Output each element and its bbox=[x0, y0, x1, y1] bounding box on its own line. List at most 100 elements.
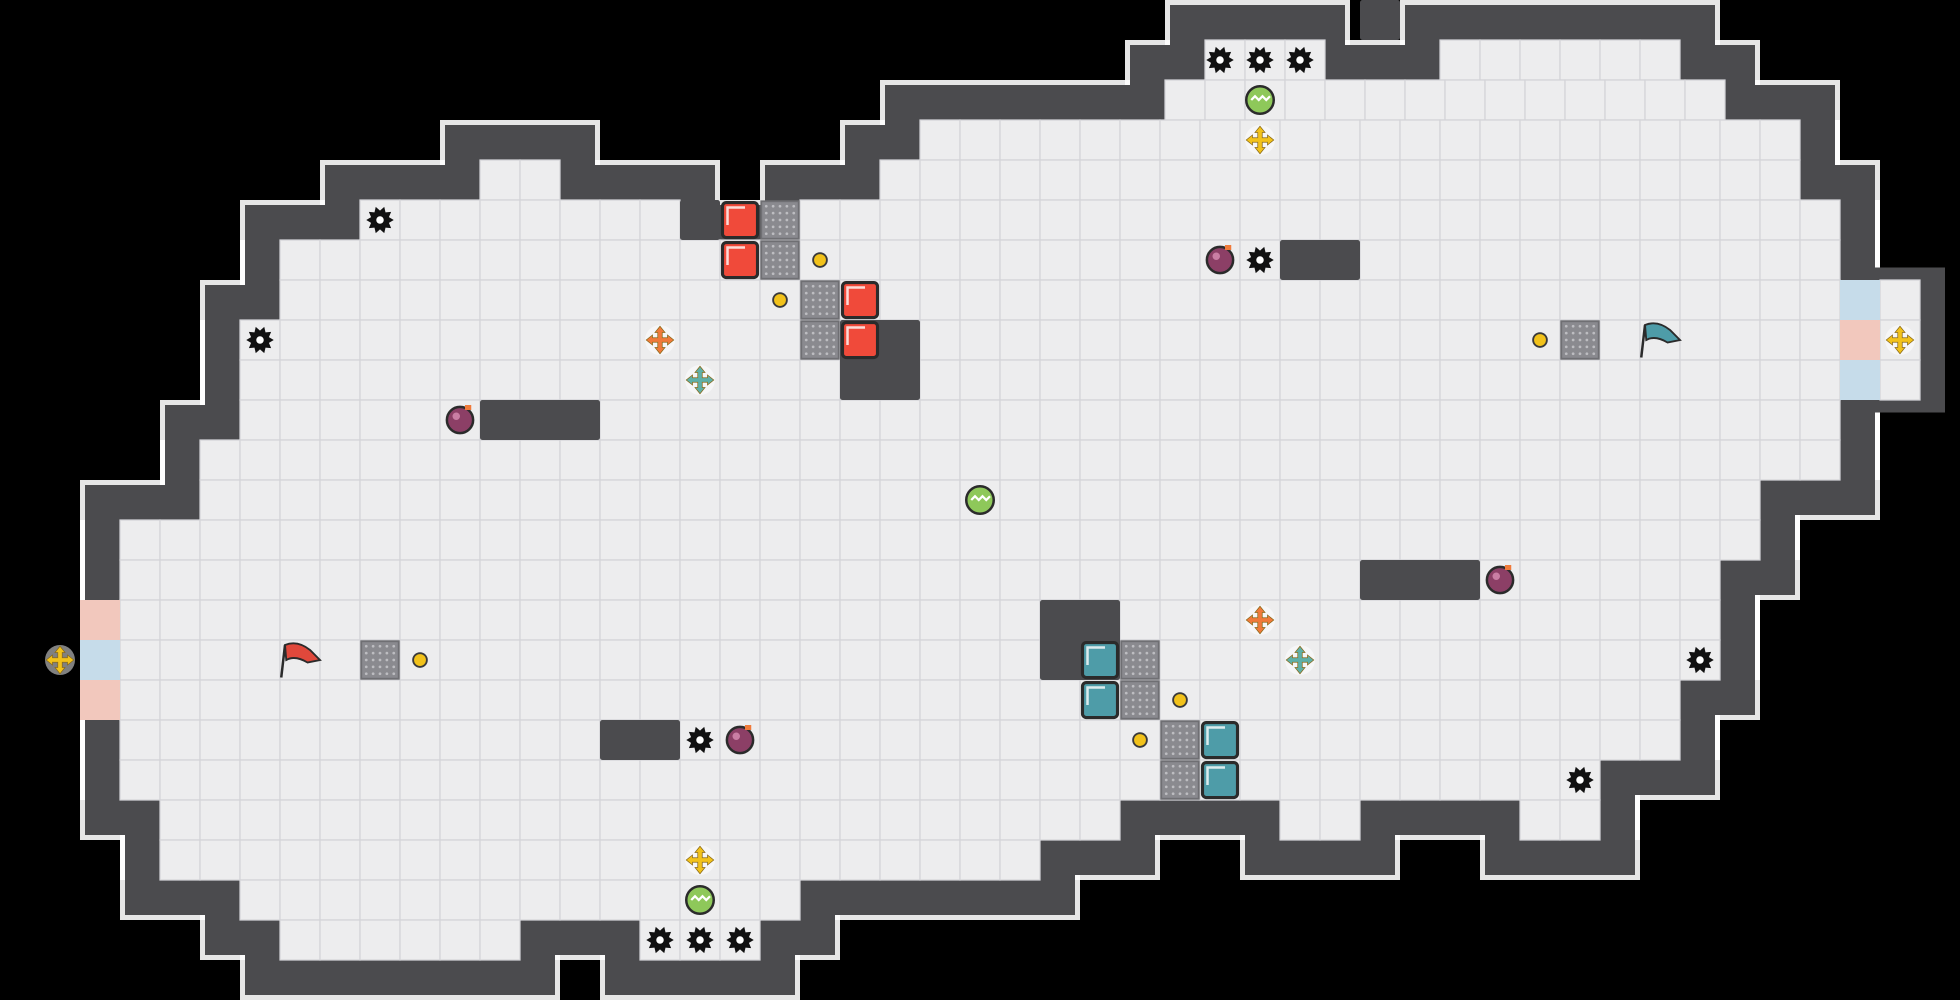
grate-hole bbox=[1131, 684, 1135, 688]
floor-tile bbox=[759, 359, 801, 401]
spike-hub bbox=[696, 736, 704, 744]
floor-tile bbox=[599, 559, 641, 601]
grate-hole bbox=[1178, 785, 1182, 789]
floor-tile bbox=[119, 759, 161, 801]
floor-tile bbox=[479, 359, 521, 401]
floor-tile bbox=[1359, 439, 1401, 481]
toggle-button-icon bbox=[1532, 332, 1548, 348]
floor-tile bbox=[1479, 39, 1521, 81]
floor-tile bbox=[839, 519, 881, 561]
floor-tile bbox=[639, 439, 681, 481]
grate-hole bbox=[804, 305, 808, 309]
floor-tile bbox=[1199, 559, 1241, 601]
block-icon bbox=[840, 280, 880, 320]
floor-tile bbox=[1559, 479, 1601, 521]
floor-tile bbox=[399, 279, 441, 321]
floor-tile bbox=[1519, 679, 1561, 721]
floor-tile bbox=[799, 799, 841, 841]
floor-tile bbox=[1159, 639, 1201, 681]
floor-tile bbox=[959, 719, 1001, 761]
floor-tile bbox=[599, 679, 641, 721]
grenade-icon bbox=[685, 885, 715, 915]
spike-icon bbox=[1566, 766, 1594, 794]
floor-tile bbox=[1679, 439, 1721, 481]
floor-tile bbox=[719, 399, 761, 441]
floor-tile bbox=[1159, 239, 1201, 281]
floor-tile bbox=[639, 519, 681, 561]
grate-hole bbox=[764, 251, 768, 255]
floor-tile bbox=[559, 439, 601, 481]
grate-hole bbox=[771, 211, 775, 215]
block-shine bbox=[846, 286, 865, 305]
floor-tile bbox=[1039, 199, 1081, 241]
floor-tile bbox=[679, 679, 721, 721]
floor-tile bbox=[559, 599, 601, 641]
floor-tile bbox=[1359, 279, 1401, 321]
floor-tile bbox=[439, 599, 481, 641]
floor-tile bbox=[439, 719, 481, 761]
spike-icon bbox=[1686, 646, 1714, 674]
floor-tile bbox=[319, 919, 361, 961]
block-icon bbox=[1080, 680, 1120, 720]
floor-tile bbox=[1119, 439, 1161, 481]
grate-hole bbox=[1145, 684, 1149, 688]
block-face bbox=[720, 240, 760, 280]
floor-tile bbox=[599, 839, 641, 881]
floor-tile bbox=[159, 759, 201, 801]
floor-tile bbox=[1079, 279, 1121, 321]
floor-tile bbox=[999, 159, 1041, 201]
floor-tile bbox=[359, 919, 401, 961]
floor-tile bbox=[1759, 279, 1801, 321]
floor-tile bbox=[1359, 359, 1401, 401]
floor-tile bbox=[1599, 679, 1641, 721]
floor-tile bbox=[879, 239, 921, 281]
boost-arrows bbox=[685, 365, 715, 395]
floor-tile bbox=[1239, 559, 1281, 601]
floor-tile bbox=[1079, 319, 1121, 361]
floor-tile bbox=[479, 759, 521, 801]
flag-icon bbox=[1640, 322, 1682, 358]
floor-tile bbox=[959, 359, 1001, 401]
floor-tile bbox=[719, 799, 761, 841]
grate-hole bbox=[1592, 352, 1596, 356]
floor-tile bbox=[479, 199, 521, 241]
floor-tile bbox=[1599, 639, 1641, 681]
grate-hole bbox=[771, 218, 775, 222]
grate-hole bbox=[832, 338, 836, 342]
floor-tile bbox=[1439, 479, 1481, 521]
floor-tile bbox=[439, 879, 481, 921]
floor-tile bbox=[239, 359, 281, 401]
grate-hole bbox=[1131, 665, 1135, 669]
floor-tile bbox=[1279, 679, 1321, 721]
floor-tile bbox=[1159, 119, 1201, 161]
floor-tile bbox=[1599, 39, 1641, 81]
floor-tile bbox=[559, 839, 601, 881]
grate-hole bbox=[825, 324, 829, 328]
grate-icon bbox=[760, 200, 800, 240]
floor-tile bbox=[479, 719, 521, 761]
floor-tile bbox=[159, 559, 201, 601]
floor-tile bbox=[679, 479, 721, 521]
floor-tile bbox=[519, 359, 561, 401]
floor-tile bbox=[279, 279, 321, 321]
floor-tile bbox=[519, 839, 561, 881]
floor-tile bbox=[959, 799, 1001, 841]
floor-tile bbox=[559, 559, 601, 601]
inner-wall bbox=[480, 400, 600, 440]
floor-tile bbox=[1359, 159, 1401, 201]
floor-tile bbox=[919, 479, 961, 521]
grate-hole bbox=[1185, 785, 1189, 789]
floor-tile bbox=[1079, 759, 1121, 801]
floor-tile bbox=[639, 679, 681, 721]
floor-tile bbox=[1519, 199, 1561, 241]
floor-tile bbox=[1719, 119, 1761, 161]
floor-tile bbox=[279, 559, 321, 601]
floor-tile bbox=[1479, 759, 1521, 801]
grenade-stripe bbox=[690, 894, 711, 902]
floor-tile bbox=[319, 719, 361, 761]
grate-hole bbox=[811, 338, 815, 342]
floor-tile bbox=[759, 879, 801, 921]
floor-tile bbox=[239, 559, 281, 601]
floor-tile bbox=[1199, 319, 1241, 361]
